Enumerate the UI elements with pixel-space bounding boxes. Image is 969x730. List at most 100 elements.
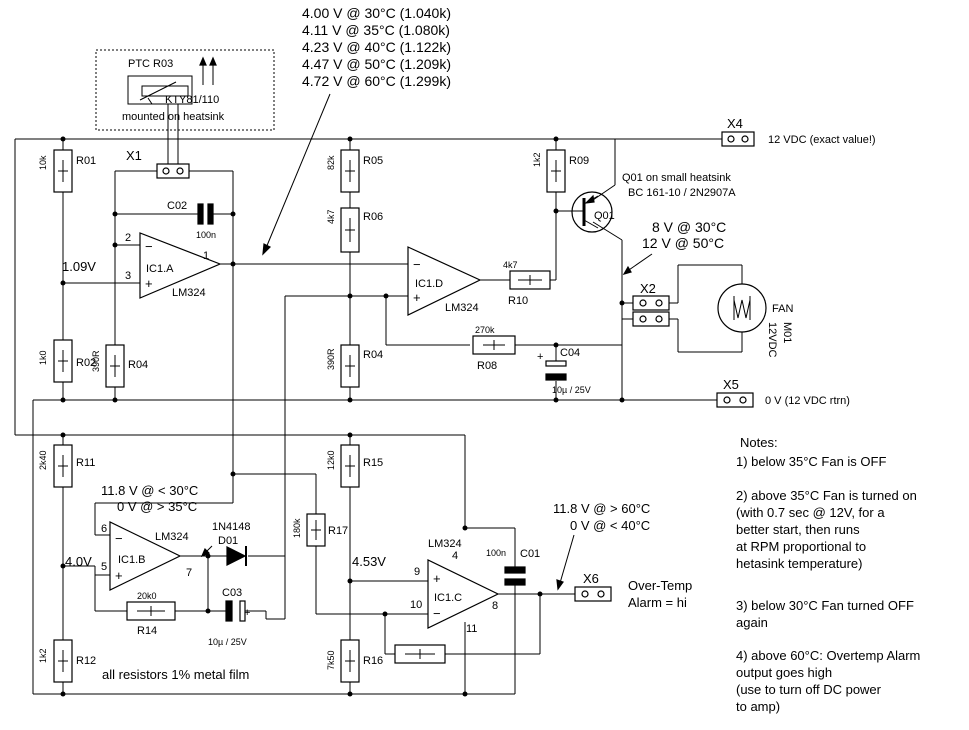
notes-block: Notes: 1) below 35°C Fan is OFF 2) above… [736,435,920,714]
ic1b-part: LM324 [155,531,189,543]
connector-x1: X1 [126,148,190,179]
svg-text:better start, then runs: better start, then runs [736,522,860,537]
r13-val: 20k0 [137,591,157,601]
resistor-r13: 20k0 R14 [126,591,176,637]
svg-text:1: 1 [203,250,209,262]
transistor-q01: Q01 Q01 on small heatsink BC 161-10 / 2N… [571,172,736,233]
q01-ref: Q01 [594,210,615,222]
resistor-r05: R05 82k [326,149,383,193]
ic1a-label: IC1.A [146,263,174,275]
r06-ref: R06 [363,211,383,223]
r05-ref: R05 [363,155,383,167]
resistor-r01: R01 10k [38,149,96,193]
c01-ref: C01 [520,548,540,560]
r15-ref: R16 [363,655,383,667]
q01-note-1: Q01 on small heatsink [622,172,731,184]
svg-text:+: + [537,351,543,363]
connector-x5: X5 0 V (12 VDC rtrn) [716,377,850,408]
svg-text:7: 7 [186,567,192,579]
resistor-r17 [394,644,446,664]
resistor-r09: R09 1k2 [532,149,589,193]
ptc-mount: mounted on heatsink [122,111,225,123]
svg-text:2: 2 [125,232,131,244]
svg-text:to amp): to amp) [736,699,780,714]
resistor-r11: R11 2k40 [38,444,95,488]
svg-text:hetasink temperature): hetasink temperature) [736,556,862,571]
r09-val: 1k2 [532,152,542,167]
r01-ref: R01 [76,155,96,167]
svg-text:2) above 35°C Fan is turned on: 2) above 35°C Fan is turned on [736,488,917,503]
svg-text:(use to turn off DC power: (use to turn off DC power [736,682,882,697]
r04a-val: 390R [91,350,101,372]
capacitor-c03: + C03 10µ / 25V [208,587,250,647]
svg-text:4.53V: 4.53V [352,554,386,569]
fan-rating: 12VDC [766,322,778,358]
svg-text:9: 9 [414,566,420,578]
ptc-sensor: PTC R03 KTY81/110 mounted on heatsink [95,49,275,164]
resistor-r15: R16 7k50 [326,639,383,683]
svg-text:(with 0.7 sec @ 12V, for a: (with 0.7 sec @ 12V, for a [736,505,885,520]
r02-ref: R02 [76,357,96,369]
opamp-ic1a: − + 2 3 1 IC1.A LM324 [125,232,222,299]
svg-text:4.0V: 4.0V [65,554,92,569]
r13-ref: R14 [137,625,157,637]
r08-val: 270k [475,325,495,335]
svg-text:0 V @ < 40°C: 0 V @ < 40°C [570,518,650,533]
x5-label: 0 V (12 VDC rtrn) [765,395,850,407]
svg-text:−: − [433,606,441,621]
opamp-ic1d: − + IC1.D LM324 [407,246,482,316]
svg-text:1.09V: 1.09V [62,259,96,274]
svg-text:−: − [145,239,153,254]
temperature-table: 4.00 V @ 30°C (1.040k) 4.11 V @ 35°C (1.… [262,5,451,256]
c02-ref: C02 [167,200,187,212]
svg-text:+: + [413,290,421,305]
c03-val: 10µ / 25V [208,637,247,647]
voltage-labels: 1.09V 4.0V 4.53V [62,259,386,569]
fan-speed-1: 8 V @ 30°C [652,219,726,235]
ic1c-state: 11.8 V @ > 60°C 0 V @ < 40°C [553,501,650,591]
opamp-ic1c: + − 9 10 8 4 11 IC1.C LM324 [410,538,500,635]
c03-ref: C03 [222,587,242,599]
ic1d-part: LM324 [445,302,479,314]
svg-text:5: 5 [101,561,107,573]
r10-val: 4k7 [503,260,518,270]
svg-text:4.11 V @ 35°C (1.080k): 4.11 V @ 35°C (1.080k) [302,22,450,38]
svg-text:X2: X2 [640,281,656,296]
ic1c-label: IC1.C [434,592,462,604]
resistor-r02: R02 1k0 [38,339,96,383]
svg-text:X4: X4 [727,116,743,131]
x4-label: 12 VDC (exact value!) [768,134,876,146]
c04-val: 10µ / 25V [552,385,591,395]
ic1d-label: IC1.D [415,278,443,290]
svg-text:4.00 V @ 30°C (1.040k): 4.00 V @ 30°C (1.040k) [302,5,451,21]
svg-text:6: 6 [101,523,107,535]
resistor-r08: 270k R08 [472,325,516,372]
resistor-r14: R15 12k0 [326,444,383,488]
capacitor-c02: C02 100n [167,200,216,240]
resistor-r06: R06 4k7 [326,207,383,253]
c04-ref: C04 [560,347,580,359]
r02-val: 1k0 [38,350,48,365]
resistor-r04-b: R04 390R [326,344,383,388]
r04b-val: 390R [326,348,336,370]
opamp-ic1b: − + 6 5 7 IC1.B LM324 [101,521,192,591]
svg-text:0 V @ > 35°C: 0 V @ > 35°C [117,499,197,514]
svg-text:1) below 35°C Fan is OFF: 1) below 35°C Fan is OFF [736,454,886,469]
svg-text:output goes high: output goes high [736,665,832,680]
r10-ref: R10 [508,295,528,307]
r15-val: 7k50 [326,650,336,670]
svg-text:−: − [115,531,123,546]
ic1b-state: 11.8 V @ < 30°C 0 V @ > 35°C [101,483,198,514]
c02-val: 100n [196,230,216,240]
svg-text:X6: X6 [583,571,599,586]
wiring [14,138,743,695]
r06-val: 4k7 [326,209,336,224]
fan-label: FAN [772,303,793,315]
r04a-ref: R04 [128,359,148,371]
svg-text:11.8 V @ > 60°C: 11.8 V @ > 60°C [553,501,650,516]
r14-val: 12k0 [326,450,336,470]
svg-text:4.47 V @ 50°C (1.209k): 4.47 V @ 50°C (1.209k) [302,56,451,72]
svg-text:+: + [433,571,441,586]
diode-ref: D01 [218,535,238,547]
footer-note: all resistors 1% metal film [102,667,249,682]
